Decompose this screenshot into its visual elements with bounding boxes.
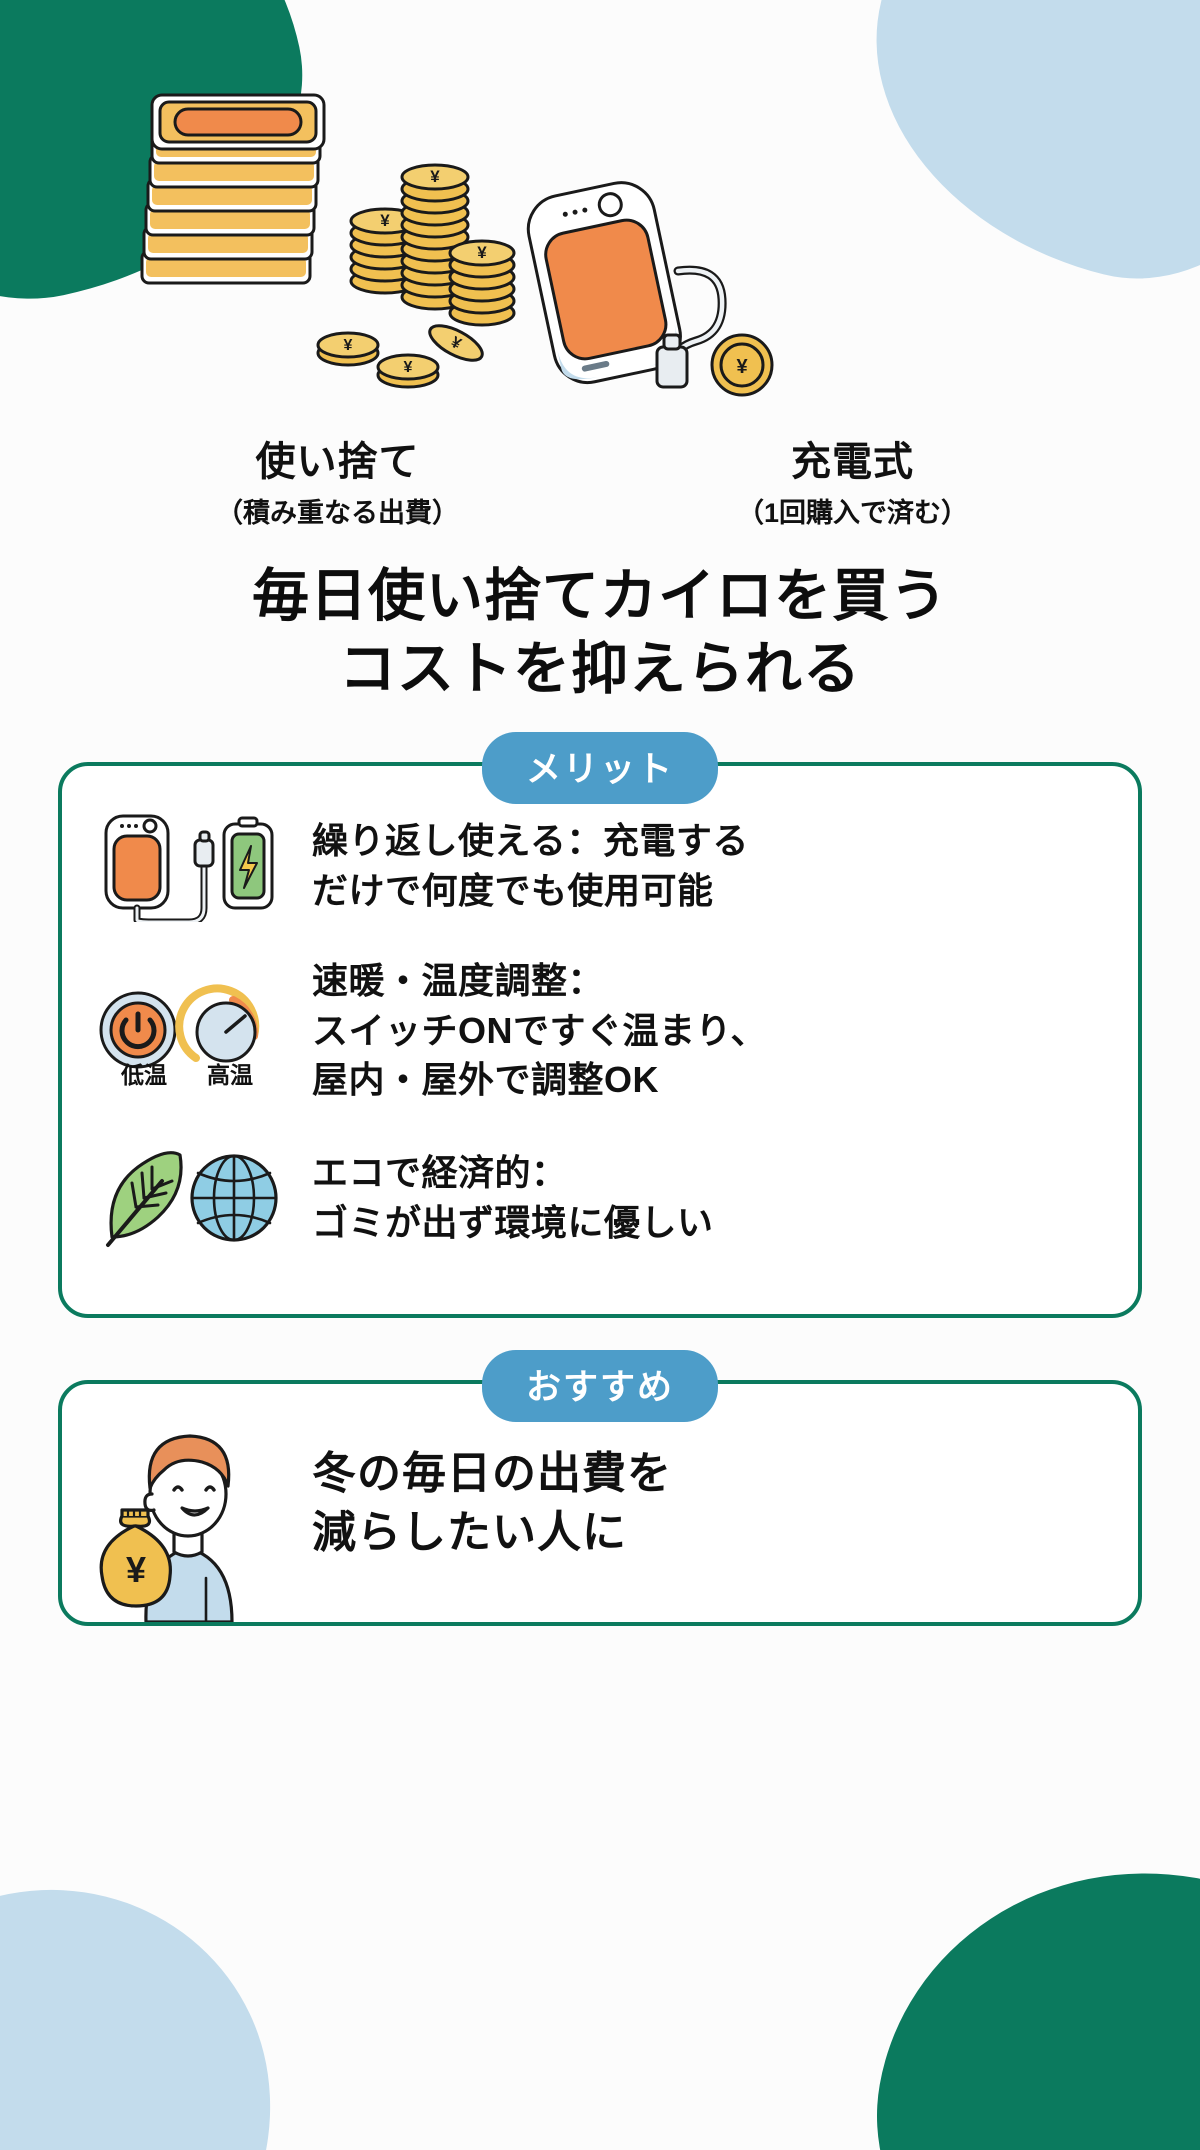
decor-blob-bottom-right xyxy=(842,1830,1200,2150)
merit-item-3-text: エコで経済的： ゴミが出ず環境に優しい xyxy=(312,1148,714,1247)
merit-item-2-line2: スイッチONですぐ温まり、 xyxy=(312,1009,768,1051)
merit-badge: メリット xyxy=(481,731,719,804)
svg-text:¥: ¥ xyxy=(126,1549,146,1590)
page-title: 毎日使い捨てカイロを買う コストを抑えられる xyxy=(0,560,1200,706)
leaf-and-globe-eco-icon xyxy=(106,1151,278,1247)
page-title-line2: コストを抑えられる xyxy=(339,636,861,701)
merit-item-3-icon-wrap xyxy=(62,1145,312,1251)
dial-low-label: 低温 xyxy=(121,1062,167,1089)
dial-labels: 低温 高温 xyxy=(62,1056,312,1090)
recommend-badge: おすすめ xyxy=(481,1349,719,1422)
coin-stack-icon: ¥ xyxy=(316,163,516,389)
svg-text:¥: ¥ xyxy=(404,359,413,376)
power-button-and-temperature-dial-icon xyxy=(99,984,260,1069)
caption-rechargeable: 充電式 （1回購入で済む） xyxy=(595,439,1110,530)
recommend-line1: 冬の毎日の出費を xyxy=(312,1448,672,1498)
recommend-section: おすすめ xyxy=(58,1349,1142,1626)
merit-section: メリット xyxy=(58,731,1142,1318)
merit-card: 繰り返し使える：充電する だけで何度でも使用可能 xyxy=(58,761,1142,1318)
merit-item-1-line1: 繰り返し使える：充電する xyxy=(312,820,749,862)
merit-item-2-text: 速暖・温度調整： スイッチONですぐ温まり、 屋内・屋外で調整OK xyxy=(312,956,767,1105)
recommend-icon-wrap: ¥ xyxy=(62,1384,312,1622)
merit-item-2-line1: 速暖・温度調整： xyxy=(312,959,605,1001)
merit-item-1-icon-wrap xyxy=(62,810,312,922)
decor-blob-bottom-left xyxy=(0,1861,298,2150)
hero-illustration: ¥ xyxy=(0,85,1200,425)
merit-item-2: 低温 高温 速暖・温度調整： スイッチONですぐ温まり、 屋内・屋外で調整OK xyxy=(62,956,1138,1105)
comparison-captions: 使い捨て （積み重なる出費） 充電式 （1回購入で済む） xyxy=(0,439,1200,530)
caption-disposable-note: （積み重なる出費） xyxy=(216,498,459,528)
usb-cable-icon xyxy=(655,265,727,389)
caption-disposable-title: 使い捨て xyxy=(255,440,420,484)
svg-text:¥: ¥ xyxy=(430,167,440,186)
merit-item-3: エコで経済的： ゴミが出ず環境に優しい xyxy=(62,1145,1138,1251)
single-coin-icon: ¥ xyxy=(710,333,774,397)
svg-text:¥: ¥ xyxy=(477,243,487,262)
recommend-line2: 減らしたい人に xyxy=(312,1507,627,1557)
disposable-vs-rechargeable-illustration: ¥ xyxy=(140,93,774,397)
recommend-text: 冬の毎日の出費を 減らしたい人に xyxy=(312,1444,672,1563)
merit-item-2-icon-wrap: 低温 高温 xyxy=(62,976,312,1088)
merit-item-1: 繰り返し使える：充電する だけで何度でも使用可能 xyxy=(62,810,1138,922)
svg-text:¥: ¥ xyxy=(736,356,748,378)
merit-item-3-line2: ゴミが出ず環境に優しい xyxy=(312,1201,714,1243)
page-title-line1: 毎日使い捨てカイロを買う xyxy=(252,564,948,628)
merit-item-3-line1: エコで経済的： xyxy=(312,1152,568,1194)
caption-rechargeable-note: （1回購入で済む） xyxy=(736,498,969,528)
caption-disposable: 使い捨て （積み重なる出費） xyxy=(80,439,595,530)
svg-text:¥: ¥ xyxy=(344,337,353,354)
person-holding-money-bag-icon: ¥ xyxy=(99,1434,234,1622)
merit-item-2-line3: 屋内・屋外で調整OK xyxy=(312,1059,660,1101)
dial-high-label: 高温 xyxy=(207,1062,253,1089)
svg-text:¥: ¥ xyxy=(380,211,390,230)
merit-item-1-line2: だけで何度でも使用可能 xyxy=(312,869,714,911)
heat-pack-stack-icon xyxy=(140,93,326,285)
caption-rechargeable-title: 充電式 xyxy=(791,440,914,484)
hand-warmer-charging-battery-icon xyxy=(104,814,274,922)
rechargeable-hand-warmer-icon xyxy=(526,181,682,385)
merit-item-1-text: 繰り返し使える：充電する だけで何度でも使用可能 xyxy=(312,816,749,915)
